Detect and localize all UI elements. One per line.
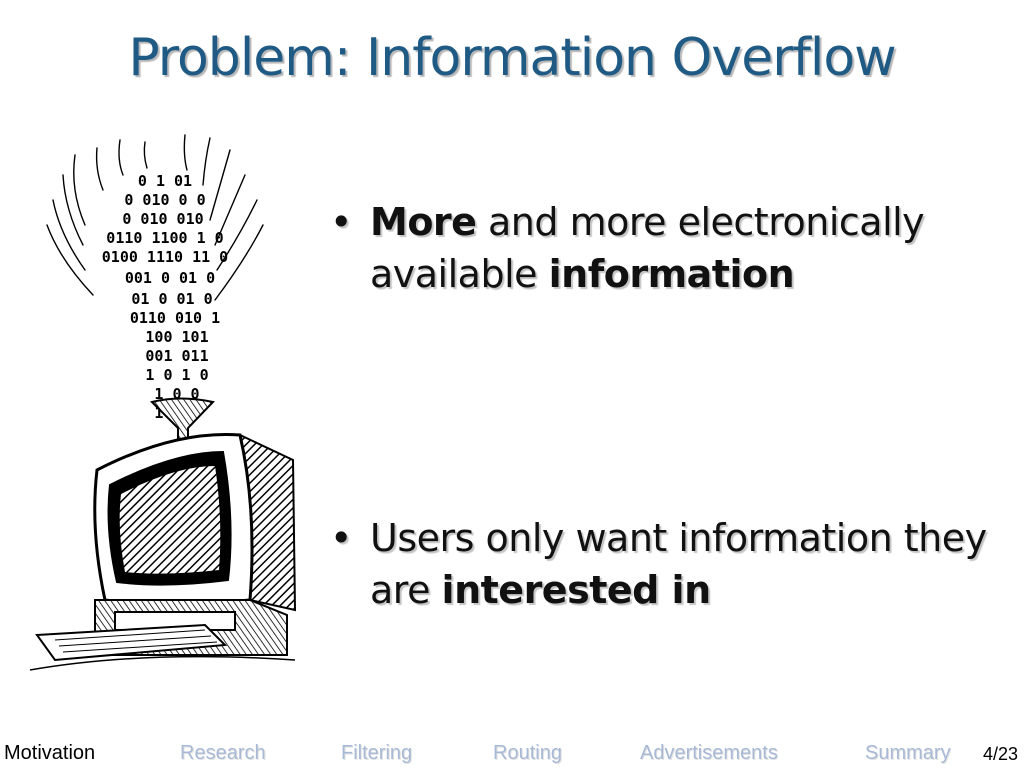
bullet-plain: Users only want information they are xyxy=(370,516,987,612)
nav-item-filtering[interactable]: Filtering xyxy=(341,742,413,764)
binary-row: 0110 1100 1 0 xyxy=(106,229,223,247)
nav-item-routing[interactable]: Routing xyxy=(493,742,562,764)
bullet-marker: • xyxy=(330,200,352,244)
page-number: 4/23 xyxy=(982,744,1018,764)
bullet-marker: • xyxy=(330,516,352,560)
bullet-user-interest: • Users only want information they are i… xyxy=(330,512,990,616)
section-nav-bar: Motivation Research Filtering Routing Ad… xyxy=(0,740,1024,768)
nav-item-summary[interactable]: Summary xyxy=(865,742,951,764)
bullet-bold: information xyxy=(548,252,795,296)
nav-item-motivation[interactable]: Motivation xyxy=(4,742,96,764)
binary-row: 0 010 0 0 xyxy=(124,191,205,209)
binary-row: 001 011 xyxy=(145,347,208,365)
binary-row: 0100 1110 11 0 xyxy=(102,248,228,266)
bullet-text: Users only want information they are int… xyxy=(330,512,990,616)
binary-row: 01 0 01 0 xyxy=(131,290,212,308)
binary-row: 001 0 01 0 xyxy=(125,269,215,287)
nav-item-research[interactable]: Research xyxy=(180,742,266,764)
binary-row: 0110 010 1 xyxy=(130,309,220,327)
binary-row: 0 1 01 xyxy=(138,172,192,190)
bullet-more-information: • More and more electronically available… xyxy=(330,196,990,300)
slide-title: Problem: Information Overflow xyxy=(128,28,896,88)
binary-row: 0 010 010 xyxy=(122,210,203,228)
bullet-text: More and more electronically available i… xyxy=(330,196,990,300)
computer-binary-stream-icon: 0 1 01 0 010 0 0 0 010 010 0110 1100 1 0… xyxy=(29,134,297,671)
bullet-bold: More xyxy=(370,200,477,244)
binary-row: 100 101 xyxy=(145,328,208,346)
bullet-bold: interested in xyxy=(441,568,712,612)
bullet-plain: and more electronically available xyxy=(370,200,925,296)
binary-row: 1 0 1 0 xyxy=(145,366,208,384)
nav-item-advertisements[interactable]: Advertisements xyxy=(640,742,778,764)
